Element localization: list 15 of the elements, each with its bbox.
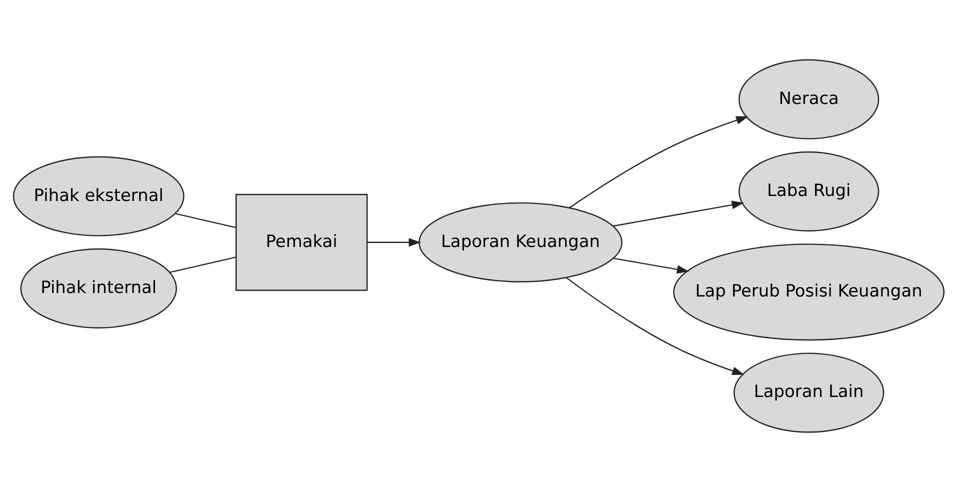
node-ellipse: Neraca [738, 58, 880, 139]
connector [170, 256, 236, 272]
connector [176, 212, 236, 228]
node-box: Pemakai [235, 193, 368, 290]
node-ellipse: Laporan Keuangan [418, 202, 623, 282]
node-ellipse: Laporan Lain [734, 352, 884, 432]
node-ellipse: Pihak internal [20, 248, 177, 328]
node-ellipse: Lap Perub Posisi Keuangan [673, 243, 945, 340]
arrow [612, 200, 744, 226]
arrow [367, 238, 421, 246]
node-ellipse: Pihak eksternal [12, 156, 184, 236]
arrow [566, 276, 744, 374]
node-ellipse: Laba Rugi [738, 150, 880, 231]
arrow [569, 116, 748, 208]
arrow [613, 257, 690, 274]
